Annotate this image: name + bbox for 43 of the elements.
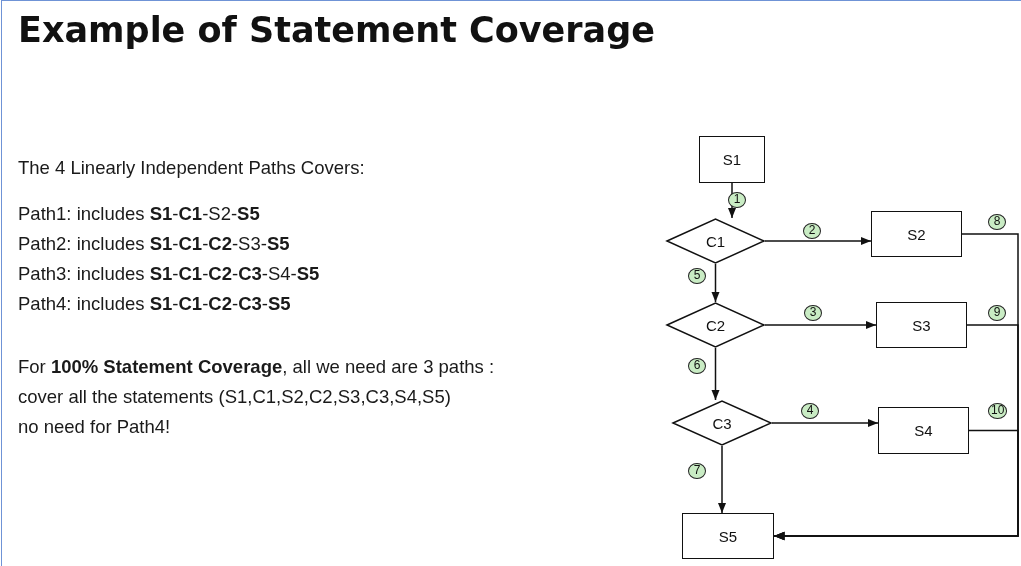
edge-label: 6 — [688, 358, 706, 374]
title: Example of Statement Coverage — [18, 10, 656, 50]
node-label: S2 — [907, 225, 926, 243]
text-line: cover all the statements (S1,C1,S2,C2,S3,C3,S4,S5) — [18, 385, 451, 409]
arrow — [711, 347, 720, 401]
edge-label: 5 — [688, 268, 706, 284]
node-label: S3 — [912, 316, 931, 334]
node-label: S1 — [722, 151, 742, 168]
edge-label: 1 — [728, 192, 746, 208]
node-label: C1 — [705, 232, 726, 250]
statement-box — [871, 211, 962, 257]
text-line: Path2: includes S1-C1-C2-S3-S5 — [18, 232, 290, 256]
edge-label: 2 — [803, 223, 821, 239]
node-label: S5 — [718, 527, 738, 545]
arrow — [711, 263, 720, 303]
arrow — [727, 182, 737, 219]
statement-box — [682, 513, 774, 559]
edge-label: 8 — [988, 214, 1006, 230]
edge-label: 3 — [804, 305, 822, 321]
edge-label: 10 — [988, 403, 1008, 419]
text-line: The 4 Linearly Independent Paths Covers: — [18, 156, 365, 180]
statement-box — [699, 136, 765, 183]
statement-box — [876, 302, 967, 348]
text-line: Path3: includes S1-C1-C2-C3-S4-S5 — [18, 262, 320, 286]
arrow — [717, 445, 727, 514]
decision-diamond — [672, 400, 772, 446]
text-line: no need for Path4! — [18, 415, 171, 439]
node-label: C3 — [712, 414, 732, 432]
decision-diamond — [666, 218, 765, 264]
arrow — [773, 429, 1019, 541]
edge-label: 4 — [801, 403, 819, 419]
text-line: For 100% Statement Coverage, all we need are 3 paths : — [18, 355, 495, 379]
node-label: C2 — [705, 316, 726, 334]
edge-label: 7 — [688, 463, 706, 479]
decision-diamond — [666, 302, 765, 348]
arrow — [771, 418, 879, 428]
arrow — [764, 320, 877, 330]
edge-label: 9 — [988, 305, 1006, 321]
arrow — [764, 236, 872, 246]
text-line: Path4: includes S1-C1-C2-C3-S5 — [18, 292, 291, 316]
text-line: Path1: includes S1-C1-S2-S5 — [18, 202, 260, 226]
statement-box — [878, 407, 969, 454]
node-label: S4 — [914, 422, 933, 439]
